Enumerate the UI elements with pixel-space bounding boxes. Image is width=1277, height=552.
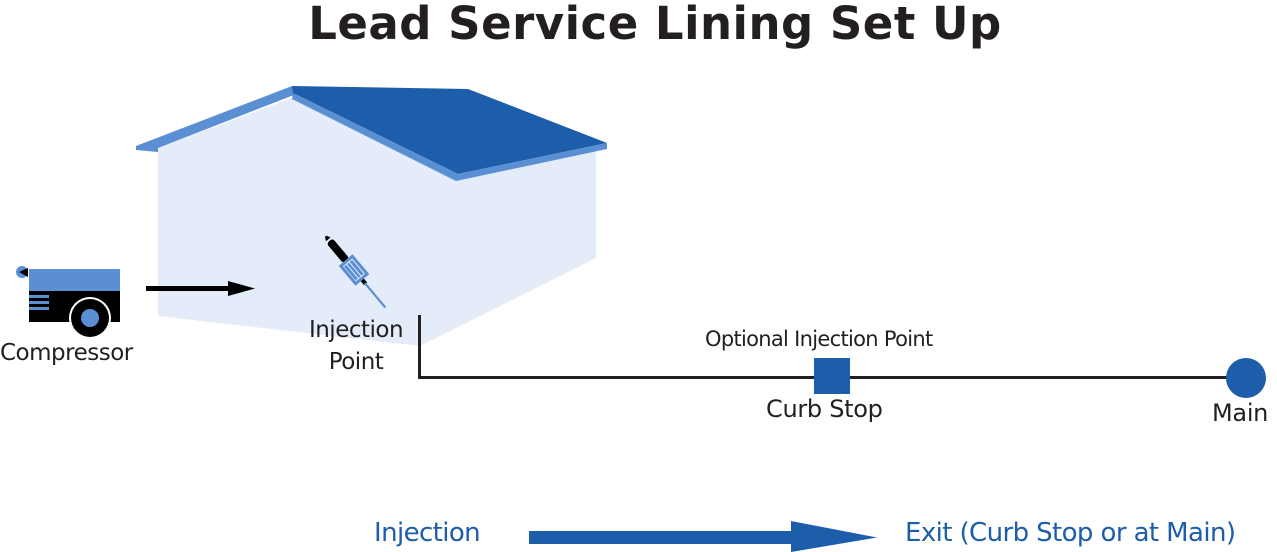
square-marker-icon <box>814 358 850 394</box>
compressor-vent-3 <box>29 307 49 310</box>
gun-nozzle <box>327 239 349 263</box>
supply-arrow-shaft <box>146 286 230 291</box>
curb-stop-label: Curb Stop <box>766 395 883 423</box>
gun-stripe-2 <box>347 262 361 278</box>
compressor-label: Compressor <box>0 340 133 366</box>
injection-point-label-line1: Injection <box>308 317 404 343</box>
compressor-vent-2 <box>29 301 49 304</box>
optional-injection-point-label: Optional Injection Point <box>705 327 933 351</box>
page-title: Lead Service Lining Set Up <box>308 0 1002 50</box>
compressor-icon <box>16 266 120 339</box>
flow-arrow-head <box>791 521 877 552</box>
pipe-riser <box>418 315 421 379</box>
compressor-top <box>29 269 120 291</box>
injection-gun-icon <box>324 235 387 309</box>
main-label: Main <box>1212 399 1269 427</box>
injection-point-label: Injection Point <box>298 314 414 378</box>
supply-arrow-icon <box>146 281 255 296</box>
house-icon <box>136 86 607 346</box>
compressor-hub <box>81 309 99 327</box>
circle-marker-icon <box>1226 358 1266 398</box>
house-roof-left-edge <box>136 86 299 152</box>
gun-tip <box>324 235 331 242</box>
arrow-right-icon <box>529 521 877 552</box>
gun-stripe-3 <box>344 264 358 281</box>
flow-start-label: Injection <box>374 518 481 548</box>
injection-point-label-line2: Point <box>328 349 384 375</box>
flow-arrow-shaft <box>529 531 793 544</box>
gun-hose <box>364 282 387 309</box>
compressor-gauge-needle <box>19 268 28 277</box>
compressor-vent-1 <box>29 295 49 298</box>
house-front-wall <box>158 98 596 346</box>
supply-arrow-head <box>228 281 255 296</box>
house-roof <box>292 86 607 174</box>
flow-end-label: Exit (Curb Stop or at Main) <box>905 518 1236 548</box>
gun-stripe-1 <box>349 259 364 276</box>
